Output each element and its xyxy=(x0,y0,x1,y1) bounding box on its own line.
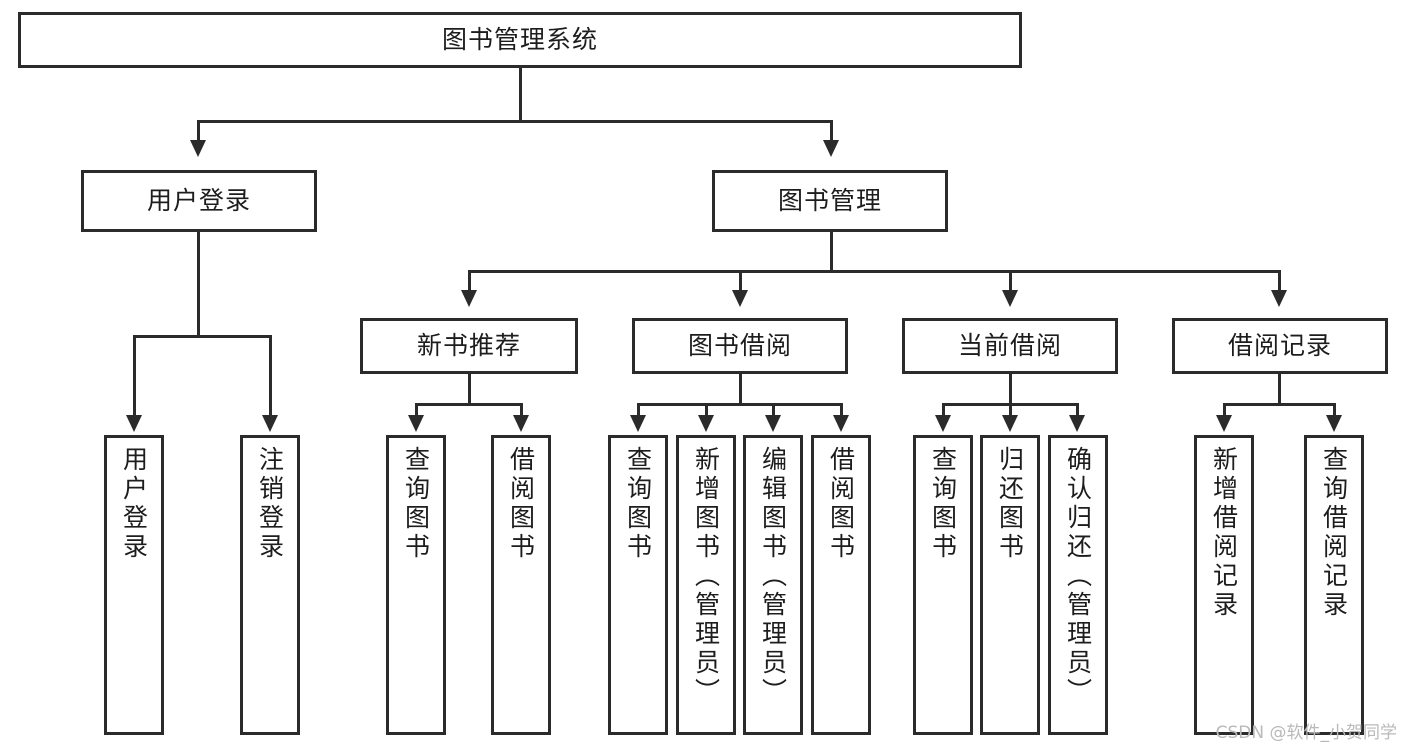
edge-bb-stem xyxy=(739,374,742,405)
edge-cb-drop-3 xyxy=(1076,403,1079,417)
node-label: 查询借阅记录 xyxy=(1319,446,1349,620)
leaf-nbr-query-book[interactable]: 查询图书 xyxy=(386,435,446,735)
edge-cb-stem xyxy=(1009,374,1012,405)
node-current-borrow[interactable]: 当前借阅 xyxy=(902,318,1118,374)
arrow-to-book-borrow xyxy=(732,290,748,307)
edge-nbr-stem xyxy=(468,374,471,405)
edge-bb-drop-4 xyxy=(840,403,843,417)
arrow-to-book-manage xyxy=(823,140,839,157)
node-root-system[interactable]: 图书管理系统 xyxy=(18,12,1022,68)
edge-bb-bus xyxy=(637,403,843,406)
arrow-to-new-book-recommend xyxy=(461,290,477,307)
node-book-manage[interactable]: 图书管理 xyxy=(712,170,948,232)
arrow-to-leaf-cb-3 xyxy=(1069,415,1085,432)
leaf-cb-return-book[interactable]: 归还图书 xyxy=(980,435,1040,735)
watermark: CSDN @软件_小贺同学 xyxy=(1215,723,1397,743)
node-new-book-recommend[interactable]: 新书推荐 xyxy=(360,318,578,374)
arrow-to-leaf-bb-1 xyxy=(630,415,646,432)
node-label: 用户登录 xyxy=(119,446,149,562)
arrow-to-current-borrow xyxy=(1002,290,1018,307)
edge-cb-drop-2 xyxy=(1009,403,1012,417)
edge-br-drop-2 xyxy=(1333,403,1336,417)
arrow-to-leaf-cb-2 xyxy=(1002,415,1018,432)
edge-bb-drop-3 xyxy=(772,403,775,417)
node-label: 归还图书 xyxy=(995,446,1025,562)
edge-level3-bus xyxy=(468,270,1281,273)
edge-bb-drop-2 xyxy=(705,403,708,417)
arrow-to-leaf-nbr-2 xyxy=(513,415,529,432)
arrow-to-leaf-cb-1 xyxy=(935,415,951,432)
node-label: 新增借阅记录 xyxy=(1209,446,1239,620)
arrow-to-leaf-br-1 xyxy=(1216,415,1232,432)
node-label: 图书借阅 xyxy=(687,330,792,360)
edge-book-manage-stem xyxy=(830,232,833,272)
arrow-to-leaf-bb-4 xyxy=(833,415,849,432)
arrow-to-user-login xyxy=(190,140,206,157)
edge-root-stem xyxy=(519,68,522,120)
edge-level2-drop-left xyxy=(197,120,200,142)
leaf-br-add-record[interactable]: 新增借阅记录 xyxy=(1194,435,1254,735)
leaf-cb-confirm-return[interactable]: 确认归还（管理员） xyxy=(1048,435,1108,735)
edge-br-bus xyxy=(1223,403,1336,406)
node-label: 图书管理 xyxy=(777,185,882,215)
node-label: 注销登录 xyxy=(255,446,285,562)
node-label: 借阅记录 xyxy=(1227,330,1332,360)
arrow-to-leaf-bb-2 xyxy=(698,415,714,432)
arrow-to-borrow-record xyxy=(1271,290,1287,307)
leaf-bb-borrow-book[interactable]: 借阅图书 xyxy=(811,435,871,735)
arrow-to-leaf-logout xyxy=(262,415,278,432)
arrow-to-leaf-nbr-1 xyxy=(408,415,424,432)
node-label: 新增图书（管理员） xyxy=(691,446,721,707)
leaf-bb-add-book[interactable]: 新增图书（管理员） xyxy=(676,435,736,735)
edge-level3-drop-1 xyxy=(468,270,471,292)
leaf-bb-edit-book[interactable]: 编辑图书（管理员） xyxy=(743,435,803,735)
node-book-borrow[interactable]: 图书借阅 xyxy=(632,318,848,374)
edge-nbr-drop-1 xyxy=(415,403,418,417)
leaf-br-query-record[interactable]: 查询借阅记录 xyxy=(1304,435,1364,735)
node-borrow-record[interactable]: 借阅记录 xyxy=(1172,318,1388,374)
node-label: 查询图书 xyxy=(623,446,653,562)
edge-user-login-drop-1 xyxy=(133,335,136,417)
edge-user-login-stem xyxy=(197,232,200,335)
edge-cb-drop-1 xyxy=(942,403,945,417)
edge-br-drop-1 xyxy=(1223,403,1226,417)
arrow-to-leaf-bb-3 xyxy=(765,415,781,432)
node-user-login[interactable]: 用户登录 xyxy=(81,170,317,232)
edge-level3-drop-3 xyxy=(1009,270,1012,292)
node-label: 确认归还（管理员） xyxy=(1063,446,1093,707)
edge-br-stem xyxy=(1278,374,1281,405)
node-label: 借阅图书 xyxy=(826,446,856,562)
edge-level3-drop-4 xyxy=(1278,270,1281,292)
leaf-cb-query-book[interactable]: 查询图书 xyxy=(913,435,973,735)
node-label: 图书管理系统 xyxy=(441,24,598,54)
node-label: 借阅图书 xyxy=(506,446,536,562)
leaf-nbr-borrow-book[interactable]: 借阅图书 xyxy=(491,435,551,735)
edge-user-login-bus xyxy=(133,335,272,338)
node-label: 编辑图书（管理员） xyxy=(758,446,788,707)
leaf-logout[interactable]: 注销登录 xyxy=(240,435,300,735)
edge-level2-bus xyxy=(197,120,833,123)
edge-level3-drop-2 xyxy=(739,270,742,292)
edge-nbr-drop-2 xyxy=(520,403,523,417)
node-label: 查询图书 xyxy=(401,446,431,562)
node-label: 新书推荐 xyxy=(416,330,521,360)
node-label: 当前借阅 xyxy=(957,330,1062,360)
arrow-to-leaf-br-2 xyxy=(1326,415,1342,432)
edge-nbr-bus xyxy=(415,403,523,406)
node-label: 用户登录 xyxy=(146,185,251,215)
edge-user-login-drop-2 xyxy=(269,335,272,417)
leaf-bb-query-book[interactable]: 查询图书 xyxy=(608,435,668,735)
edge-bb-drop-1 xyxy=(637,403,640,417)
arrow-to-leaf-user-login xyxy=(126,415,142,432)
edge-level2-drop-right xyxy=(830,120,833,142)
leaf-user-login[interactable]: 用户登录 xyxy=(104,435,164,735)
node-label: 查询图书 xyxy=(928,446,958,562)
